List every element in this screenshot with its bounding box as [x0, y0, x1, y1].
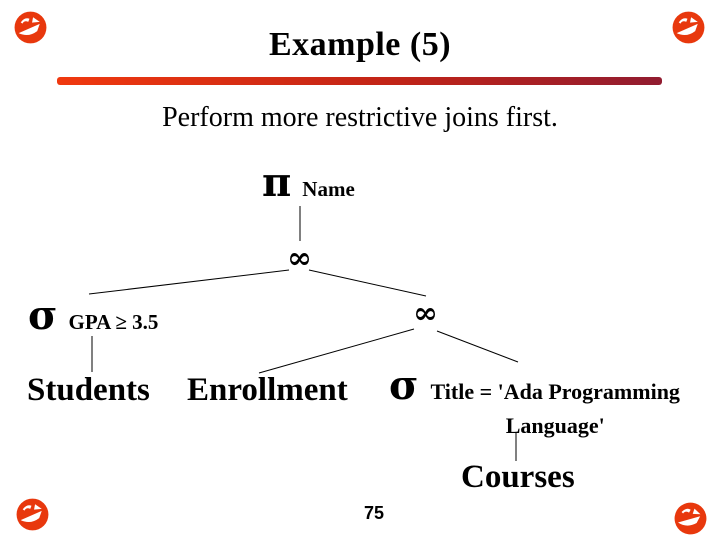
- node-selection-gpa: σ GPA ≥ 3.5: [28, 296, 158, 336]
- corner-logo-icon: [672, 11, 705, 44]
- relation-students: Students: [27, 372, 150, 408]
- selection-condition-line2: Language': [505, 413, 605, 438]
- relation-courses: Courses: [461, 459, 575, 495]
- sigma-operator-symbol: σ: [28, 292, 58, 339]
- node-projection: π Name: [262, 163, 355, 203]
- sigma-operator-symbol: σ: [389, 362, 419, 409]
- selection-condition: Title = 'Ada Programming Language': [431, 375, 680, 443]
- page-number: 75: [364, 503, 385, 523]
- join-operator-symbol: ∞: [413, 296, 438, 331]
- relation-enrollment: Enrollment: [187, 372, 348, 408]
- node-join-right: ∞: [413, 299, 438, 329]
- edge-join-right-enrollment: [258, 328, 415, 374]
- edge-join-top-join-right: [308, 269, 427, 297]
- pi-operator-symbol: π: [262, 159, 292, 206]
- corner-logo-icon: [674, 502, 707, 535]
- selection-condition: GPA ≥ 3.5: [68, 310, 159, 334]
- node-selection-title: σ Title = 'Ada Programming Language': [389, 366, 680, 443]
- selection-condition-line1: Title = 'Ada Programming: [430, 379, 680, 404]
- title-divider-rule: [57, 77, 662, 85]
- corner-logo-icon: [14, 11, 47, 44]
- node-join-top: ∞: [287, 244, 312, 274]
- corner-logo-icon: [16, 498, 49, 531]
- edge-join-right-select-title: [436, 330, 519, 363]
- projection-attribute: Name: [302, 177, 355, 201]
- edge-join-top-select-gpa: [88, 269, 290, 295]
- slide-subtitle: Perform more restrictive joins first.: [162, 102, 558, 133]
- slide-title: Example (5): [268, 26, 452, 63]
- join-operator-symbol: ∞: [287, 241, 312, 276]
